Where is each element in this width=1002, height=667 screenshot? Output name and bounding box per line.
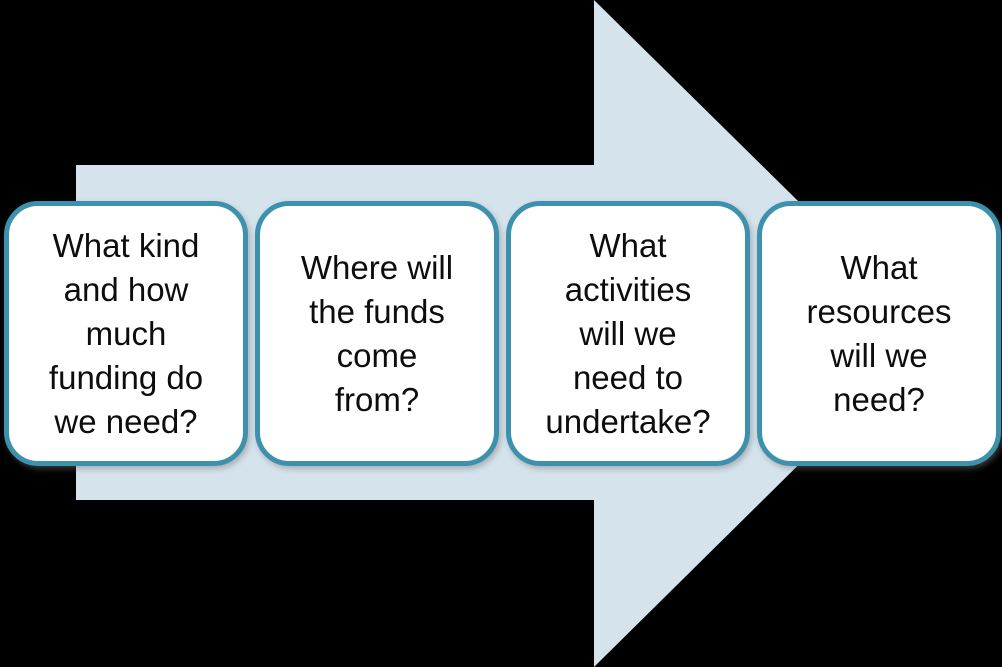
right-arrow-polygon (76, 0, 932, 667)
step-box-activities: What activities will we need to undertak… (506, 201, 750, 466)
step-box-resources: What resources will we need? (757, 201, 1001, 466)
step-box-funding-source: Where will the funds come from? (255, 201, 499, 466)
step-box-funding-amount: What kind and how much funding do we nee… (4, 201, 248, 466)
step-label-activities: What activities will we need to undertak… (545, 226, 711, 440)
step-label-resources: What resources will we need? (806, 248, 952, 418)
step-label-funding-amount: What kind and how much funding do we nee… (48, 226, 204, 440)
step-label-funding-source: Where will the funds come from? (300, 248, 454, 418)
